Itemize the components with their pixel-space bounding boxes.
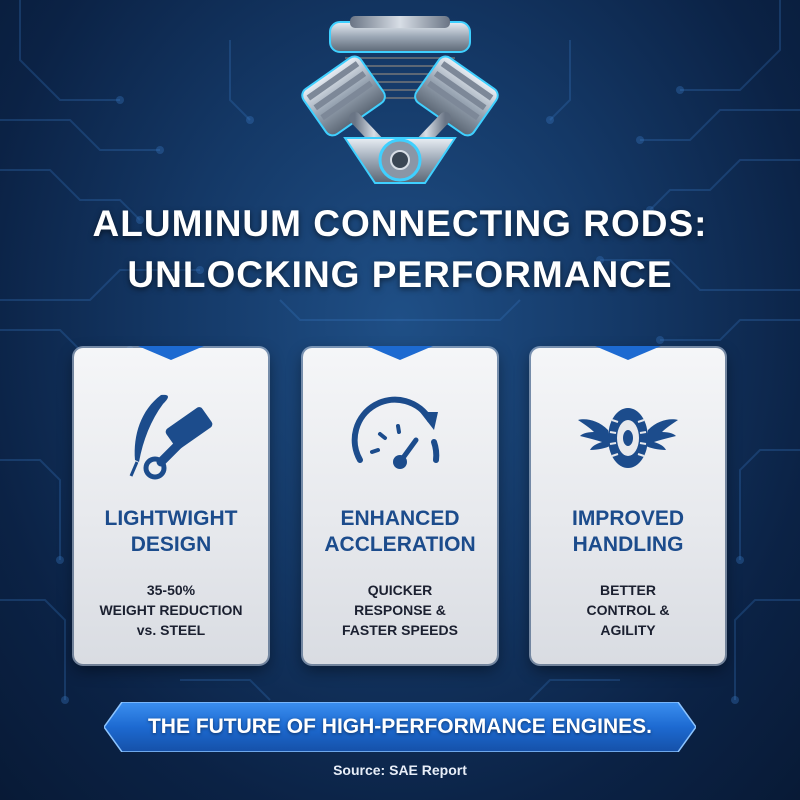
source-credit: Source: SAE Report xyxy=(333,762,467,778)
tagline-banner: THE FUTURE OF HIGH-PERFORMANCE ENGINES. xyxy=(104,702,696,752)
feather-piston-icon xyxy=(129,394,213,480)
card-description: BETTER CONTROL & AGILITY xyxy=(586,582,670,638)
card-notch xyxy=(595,346,661,360)
title-line-2: UNLOCKING PERFORMANCE xyxy=(127,254,673,295)
card-heading: IMPROVED HANDLING xyxy=(571,507,684,556)
card-enhanced-acceleration: ENHANCED ACCLERATION QUICKER RESPONSE & … xyxy=(303,346,497,664)
card-improved-handling: IMPROVED HANDLING BETTER CONTROL & AGILI… xyxy=(531,346,725,664)
card-heading: LIGHTWIGHT DESIGN xyxy=(104,507,238,556)
title-line-1: ALUMINUM CONNECTING RODS: xyxy=(92,203,708,244)
card-notch xyxy=(138,346,204,360)
speedometer-icon xyxy=(351,396,440,469)
card-lightweight-design: LIGHTWIGHT DESIGN 35-50% WEIGHT REDUCTIO… xyxy=(74,346,268,664)
card-heading: ENHANCED ACCLERATION xyxy=(324,507,476,556)
card-description: 35-50% WEIGHT REDUCTION vs. STEEL xyxy=(99,582,243,638)
banner-ribbon-shape xyxy=(104,702,696,752)
card-description: QUICKER RESPONSE & FASTER SPEEDS xyxy=(342,582,458,638)
card-notch xyxy=(367,346,433,360)
winged-tire-icon xyxy=(578,408,678,468)
v-engine-icon xyxy=(301,16,499,184)
banner-text: THE FUTURE OF HIGH-PERFORMANCE ENGINES. xyxy=(147,715,652,738)
